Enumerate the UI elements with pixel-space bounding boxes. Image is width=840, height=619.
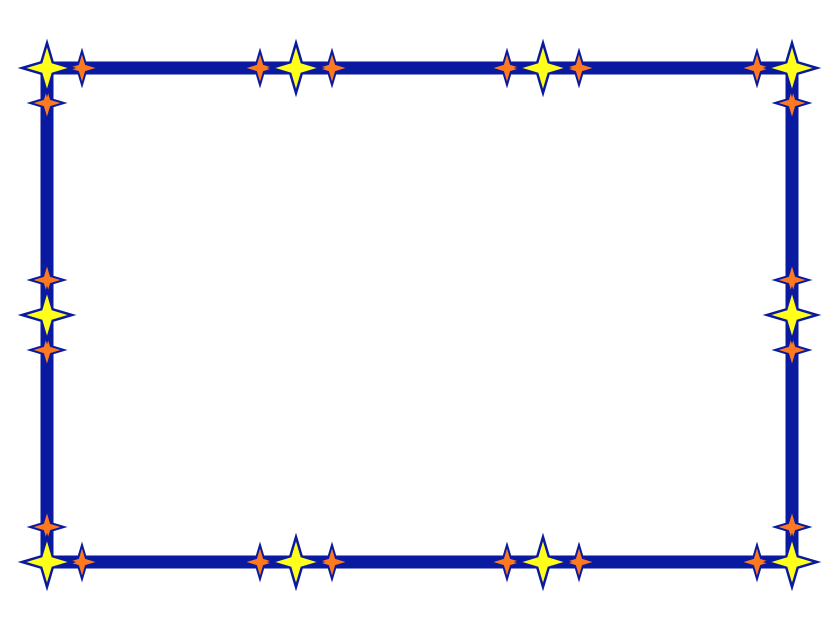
small-four-point-star-icon [736,541,778,583]
small-four-point-star-icon [558,541,600,583]
small-four-point-star-icon [239,541,281,583]
four-point-star-icon [17,532,77,592]
four-point-star-icon [266,38,326,98]
small-four-point-star-icon [771,82,813,124]
small-four-point-star-icon [486,47,528,89]
four-point-star-icon [762,285,822,345]
small-four-point-star-icon [558,47,600,89]
small-four-point-star-icon [486,541,528,583]
small-four-point-star-icon [61,541,103,583]
star-decorations [17,38,822,592]
small-four-point-star-icon [239,47,281,89]
four-point-star-icon [17,38,77,98]
four-point-star-icon [17,285,77,345]
small-four-point-star-icon [61,47,103,89]
frame-border [40,61,799,569]
small-four-point-star-icon [311,541,353,583]
four-point-star-icon [513,532,573,592]
small-four-point-star-icon [736,47,778,89]
small-four-point-star-icon [311,47,353,89]
small-four-point-star-icon [26,82,68,124]
small-four-point-star-icon [26,329,68,371]
four-point-star-icon [762,532,822,592]
four-point-star-icon [513,38,573,98]
small-four-point-star-icon [771,329,813,371]
four-point-star-icon [266,532,326,592]
four-point-star-icon [762,38,822,98]
